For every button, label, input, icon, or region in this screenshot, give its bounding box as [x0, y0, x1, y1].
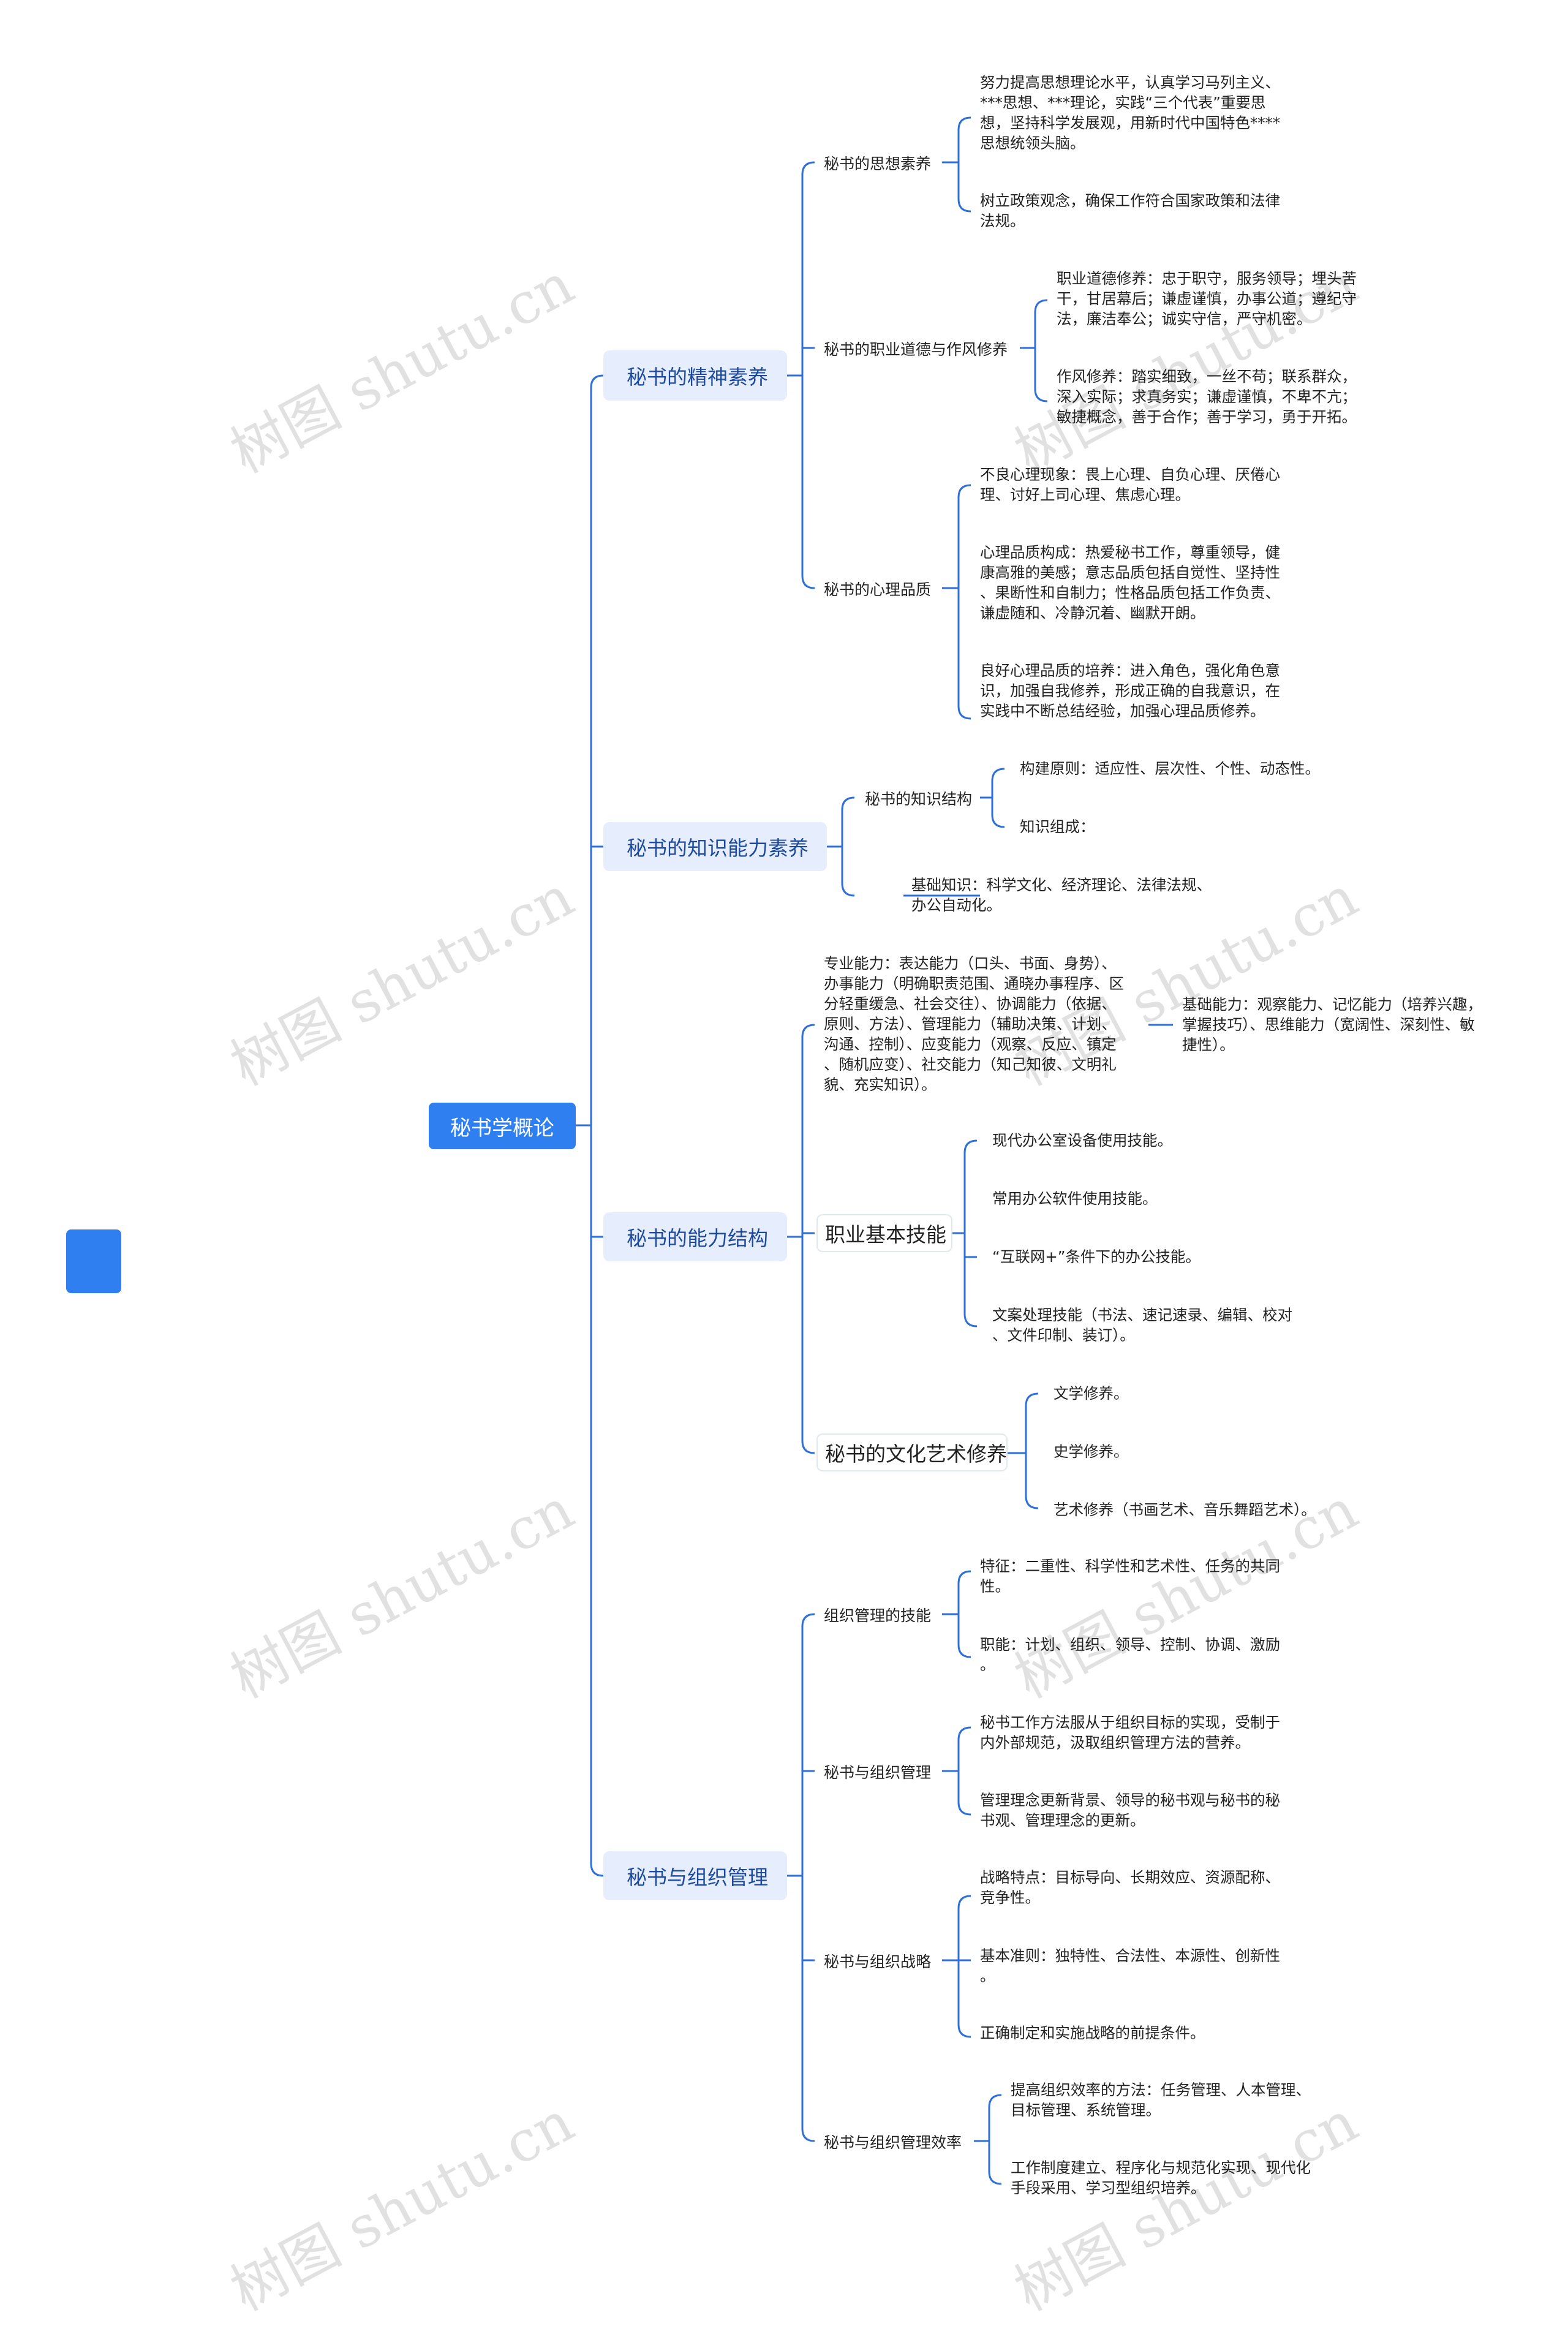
connector-lines	[576, 116, 1173, 2185]
leaf-efficiency-1: 提高组织效率的方法：任务管理、人本管理、目标管理、系统管理。	[1011, 2081, 1311, 2119]
link-trunk	[590, 374, 604, 1877]
leaf-psych-2: 心理品质构成：热爱秘书工作，尊重领导，健康高雅的美感；意志品质包括自觉性、坚持性…	[980, 543, 1280, 622]
leaf-psych-3: 良好心理品质的培养：进入角色，强化角色意识，加强自我修养，形成正确的自我意识，在…	[980, 662, 1280, 720]
node-culture[interactable]: 秘书的文化艺术修养	[816, 1433, 1008, 1471]
node-org-mgmt[interactable]: 秘书与组织管理	[824, 1764, 932, 1781]
leaf-org-skill-1: 特征：二重性、科学性和艺术性、任务的共同性。	[980, 1557, 1280, 1595]
branch-spirit[interactable]: 秘书的精神素养	[603, 350, 787, 401]
branch-knowledge[interactable]: 秘书的知识能力素养	[603, 822, 827, 871]
leaf-skills-4: 文案处理技能（书法、速记速录、编辑、校对、文件印制、装订）。	[992, 1306, 1292, 1344]
side-panel-block	[66, 1229, 121, 1293]
node-org-strategy[interactable]: 秘书与组织战略	[824, 1953, 932, 1971]
node-org-efficiency[interactable]: 秘书与组织管理效率	[824, 2134, 962, 2151]
node-knowledge-structure[interactable]: 秘书的知识结构	[865, 790, 973, 808]
node-thought[interactable]: 秘书的思想素养	[824, 155, 932, 173]
branch-ability[interactable]: 秘书的能力结构	[603, 1212, 787, 1261]
leaf-psych-1: 不良心理现象：畏上心理、自负心理、厌倦心理、讨好上司心理、焦虑心理。	[980, 466, 1280, 504]
branch-org[interactable]: 秘书与组织管理	[603, 1851, 787, 1900]
leaf-skills-2: 常用办公软件使用技能。	[992, 1190, 1158, 1207]
leaf-culture-3: 艺术修养（书画艺术、音乐舞蹈艺术）。	[1054, 1501, 1316, 1519]
node-ethics[interactable]: 秘书的职业道德与作风修养	[824, 341, 1008, 358]
node-psych[interactable]: 秘书的心理品质	[824, 581, 932, 598]
leaf-strategy-2: 基本准则：独特性、合法性、本源性、创新性。	[980, 1947, 1280, 1985]
root-node[interactable]: 秘书学概论	[429, 1103, 576, 1149]
node-professional-ability: 专业能力：表达能力（口头、书面、身势）、办事能力（明确职责范围、通晓办事程序、区…	[824, 954, 1124, 1093]
leaf-thought-2: 树立政策观念，确保工作符合国家政策和法律法规。	[980, 192, 1280, 230]
leaf-ethics-2: 作风修养：踏实细致，一丝不苟；联系群众，深入实际；求真务实；谦虚谨慎，不卑不亢；…	[1057, 368, 1357, 426]
leaf-base-ability: 基础能力：观察能力、记忆能力（培养兴趣，掌握技巧）、思维能力（宽阔性、深刻性、敏…	[1182, 995, 1482, 1054]
leaf-strategy-1: 战略特点：目标导向、长期效应、资源配称、竞争性。	[980, 1868, 1280, 1906]
leaf-culture-2: 史学修养。	[1054, 1443, 1129, 1460]
node-org-skill[interactable]: 组织管理的技能	[824, 1607, 932, 1625]
leaf-ethics-1: 职业道德修养：忠于职守，服务领导；埋头苦干，甘居幕后；谦虚谨慎，办事公道；遵纪守…	[1057, 270, 1357, 328]
leaf-efficiency-2: 工作制度建立、程序化与规范化实现、现代化手段采用、学习型组织培养。	[1011, 2159, 1311, 2197]
leaf-skills-1: 现代办公室设备使用技能。	[992, 1131, 1172, 1149]
leaf-structure-2: 知识组成：	[1020, 818, 1095, 836]
leaf-thought-1: 努力提高思想理论水平，认真学习马列主义、***思想、***理论，实践“三个代表”…	[980, 74, 1280, 152]
leaf-skills-3: “互联网+”条件下的办公技能。	[992, 1248, 1200, 1266]
leaf-culture-1: 文学修养。	[1054, 1384, 1129, 1402]
leaf-org-mgmt-2: 管理理念更新背景、领导的秘书观与秘书的秘书观、管理理念的更新。	[980, 1791, 1280, 1829]
leaf-org-mgmt-1: 秘书工作方法服从于组织目标的实现，受制于内外部规范，汲取组织管理方法的营养。	[980, 1713, 1280, 1751]
leaf-structure-1: 构建原则：适应性、层次性、个性、动态性。	[1020, 760, 1320, 777]
leaf-strategy-3: 正确制定和实施战略的前提条件。	[980, 2024, 1205, 2042]
leaf-org-skill-2: 职能：计划、组织、领导、控制、协调、激励。	[980, 1636, 1280, 1674]
leaf-basic-knowledge: 基础知识：科学文化、经济理论、法律法规、办公自动化。	[911, 876, 1212, 914]
node-skills[interactable]: 职业基本技能	[816, 1214, 952, 1252]
